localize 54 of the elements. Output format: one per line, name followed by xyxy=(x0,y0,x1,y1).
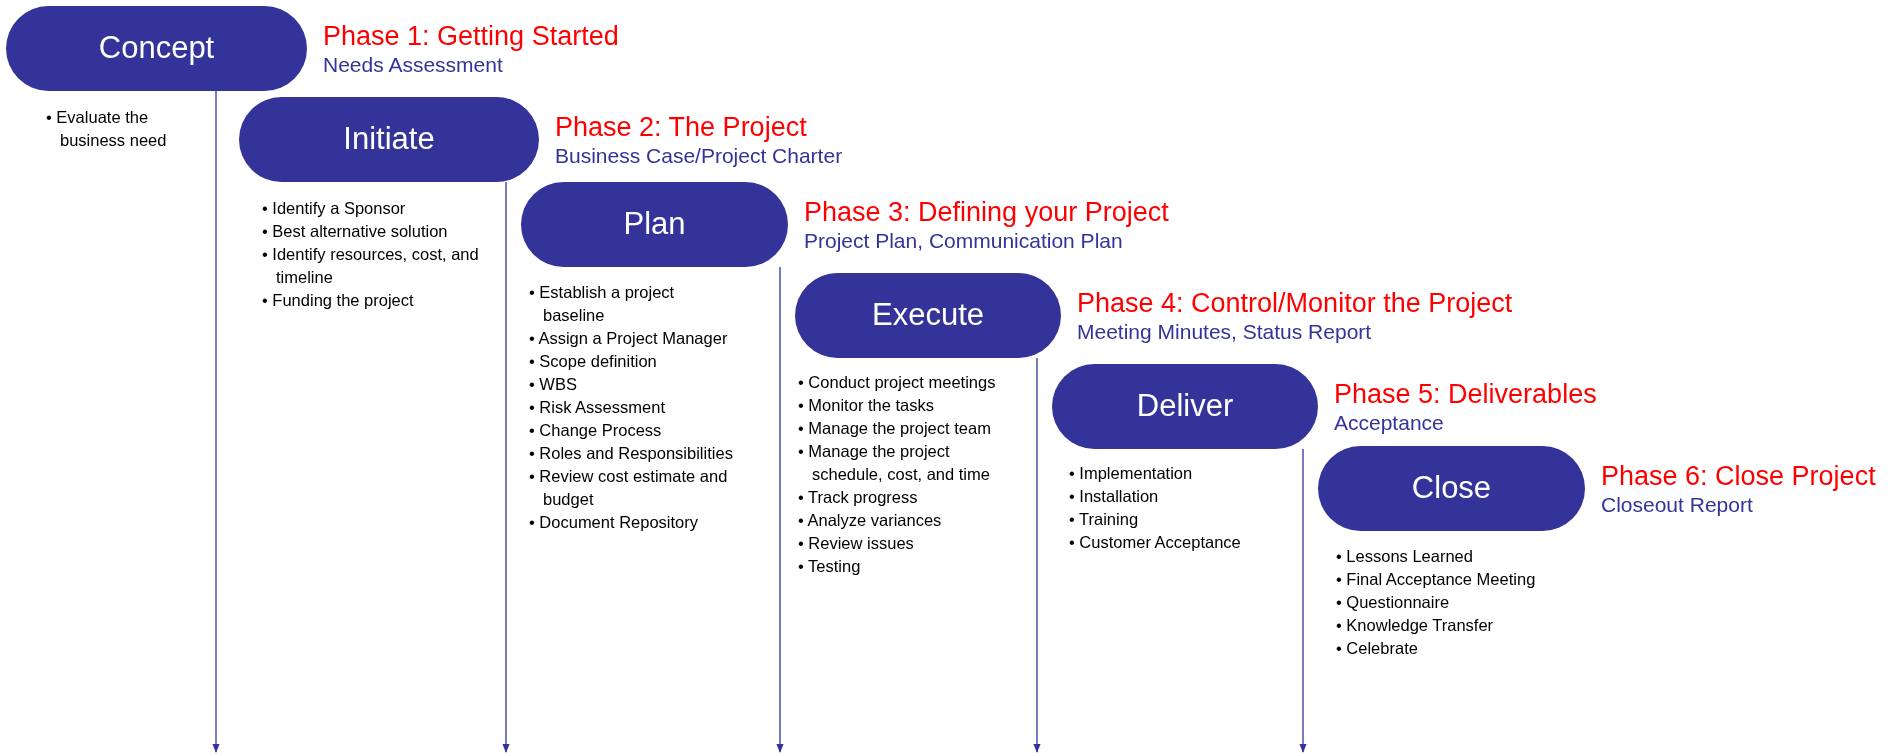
phase-title: Phase 5: Deliverables xyxy=(1334,378,1597,410)
phase-deliverable: Meeting Minutes, Status Report xyxy=(1077,319,1373,345)
phase-title: Phase 2: The Project xyxy=(555,111,808,143)
phase-deliverable: Needs Assessment xyxy=(323,52,504,78)
phase-name: Deliver xyxy=(1136,387,1234,426)
bullet-item: • Document Repository xyxy=(529,512,699,533)
bullet-item: • Celebrate xyxy=(1336,638,1419,659)
phase-deliverable: Acceptance xyxy=(1334,410,1445,436)
bullet-item: • Installation xyxy=(1069,486,1160,507)
bullet-item: • Establish a project baseline xyxy=(529,282,676,326)
bullet-item: • Identify a Sponsor xyxy=(262,198,407,219)
arrow xyxy=(212,90,220,753)
bullet-item: • Assign a Project Manager xyxy=(529,328,729,349)
phase-title: Phase 1: Getting Started xyxy=(323,20,619,52)
bullet-item: • Identify resources, cost, and timeline xyxy=(262,244,480,288)
bullet-item: • WBS xyxy=(529,374,578,395)
bullet-item: • Testing xyxy=(798,556,862,577)
phase-name: Close xyxy=(1411,469,1492,508)
bullet-item: • Analyze variances xyxy=(798,510,943,531)
bullet-item: • Roles and Responsibilities xyxy=(529,443,734,464)
phase-name: Plan xyxy=(623,205,686,244)
bullet-item: • Customer Acceptance xyxy=(1069,532,1242,553)
phase-title: Phase 4: Control/Monitor the Project xyxy=(1077,287,1513,319)
bullet-item: • Conduct project meetings xyxy=(798,372,997,393)
phase-deliverable: Closeout Report xyxy=(1601,492,1754,518)
bullet-item: • Implementation xyxy=(1069,463,1194,484)
bullet-item: • Lessons Learned xyxy=(1336,546,1474,567)
phase-name: Execute xyxy=(872,296,984,335)
bullet-item: • Questionnaire xyxy=(1336,592,1451,613)
bullet-item: • Scope definition xyxy=(529,351,658,372)
bullet-item: • Best alternative solution xyxy=(262,221,449,242)
arrow xyxy=(776,266,784,753)
arrow xyxy=(1033,357,1041,753)
bullet-item: • Manage the project schedule, cost, and time xyxy=(798,441,991,485)
bullet-item: • Risk Assessment xyxy=(529,397,666,418)
bullet-item: • Funding the project xyxy=(262,290,415,311)
bullet-item: • Training xyxy=(1069,509,1140,530)
bullet-item: • Track progress xyxy=(798,487,919,508)
bullet-item: • Evaluate the business need xyxy=(46,107,168,151)
bullet-item: • Review issues xyxy=(798,533,915,554)
phase-title: Phase 3: Defining your Project xyxy=(804,196,1169,228)
bullet-item: • Final Acceptance Meeting xyxy=(1336,569,1537,590)
phase-deliverable: Project Plan, Communication Plan xyxy=(804,228,1124,254)
phase-deliverable: Business Case/Project Charter xyxy=(555,143,843,169)
bullet-item: • Knowledge Transfer xyxy=(1336,615,1495,636)
phase-title: Phase 6: Close Project xyxy=(1601,460,1876,492)
arrow xyxy=(1299,448,1307,753)
bullet-item: • Monitor the tasks xyxy=(798,395,935,416)
arrow xyxy=(502,181,510,753)
bullet-item: • Review cost estimate and budget xyxy=(529,466,729,510)
phase-name: Initiate xyxy=(343,120,435,159)
phase-name: Concept xyxy=(98,29,215,68)
bullet-item: • Change Process xyxy=(529,420,663,441)
bullet-item: • Manage the project team xyxy=(798,418,992,439)
